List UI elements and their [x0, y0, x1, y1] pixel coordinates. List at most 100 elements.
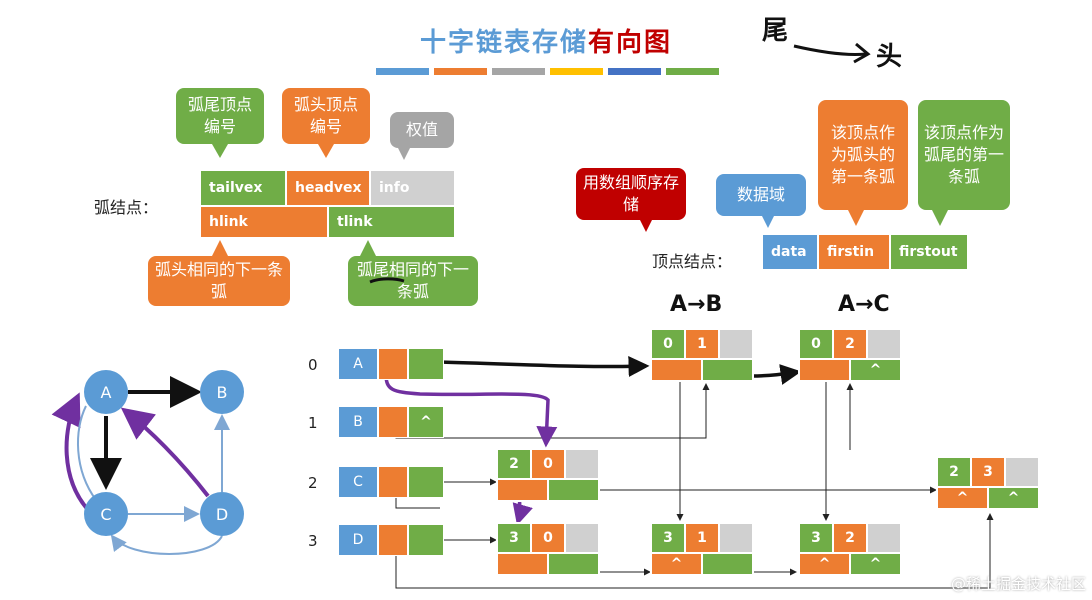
arc-headvex: 1	[685, 329, 719, 359]
graph-edges	[51, 376, 230, 555]
annotation-a-b: A→B	[670, 292, 723, 317]
arc-tailvex: 0	[799, 329, 833, 359]
arc-info	[1005, 457, 1039, 487]
callout-same-head: 弧头相同的下一条弧	[148, 256, 290, 306]
vertex-firstin-cell	[378, 406, 408, 438]
arc-node-2-3: 2 3 ^ ^	[936, 456, 1040, 510]
callout-first-out: 该顶点作为弧尾的第一条弧	[918, 100, 1010, 210]
deco-bar	[434, 68, 487, 75]
callout-text: 弧尾顶点编号	[187, 95, 252, 136]
row-index: 2	[308, 474, 318, 492]
callout-text: 权值	[405, 120, 438, 139]
edge-c-a-blue	[77, 405, 97, 501]
edge-d-a	[120, 407, 210, 498]
arc-tlink: ^	[850, 359, 901, 381]
handnote-wei: 尾	[762, 16, 789, 46]
arc-node-3-1: 3 1 ^	[650, 522, 754, 576]
edge-c-a	[51, 392, 92, 514]
arc-tlink	[548, 553, 599, 575]
arc-headvex: 0	[531, 449, 565, 479]
row-index: 1	[308, 414, 318, 432]
title-part2: 有向图	[588, 28, 673, 58]
title-decoration	[376, 68, 719, 75]
arc-hlink: ^	[937, 487, 988, 509]
arc-tailvex: 2	[937, 457, 971, 487]
arc-tlink	[702, 553, 753, 575]
callout-data-field: 数据域	[716, 174, 806, 216]
handnote-tou: 头	[876, 42, 903, 72]
arc-tlink	[702, 359, 753, 381]
arc-tlink	[548, 479, 599, 501]
arc-node-0-1: 0 1	[650, 328, 754, 382]
field-tailvex: tailvex	[200, 170, 286, 206]
arc-node-label: 弧结点：	[94, 198, 159, 217]
field-firstout: firstout	[890, 234, 968, 270]
arc-info	[719, 329, 753, 359]
deco-bar	[376, 68, 429, 75]
callout-text: 弧头顶点编号	[293, 95, 358, 136]
callout-pointer	[360, 240, 376, 256]
callout-text: 弧尾相同的下一条弧	[356, 260, 469, 301]
vertex-b: B	[200, 370, 244, 414]
deco-bar	[608, 68, 661, 75]
vertex-d: D	[200, 492, 244, 536]
handnote-arrow	[793, 42, 871, 64]
arc-hlink	[651, 359, 702, 381]
arc-headvex: 3	[971, 457, 1005, 487]
callout-pointer	[212, 144, 228, 158]
edge-d-c	[110, 534, 223, 555]
callout-text: 用数组顺序存储	[582, 173, 679, 214]
arc-info	[565, 449, 599, 479]
vertex-firstout-cell	[408, 524, 444, 556]
callout-first-in: 该顶点作为弧头的第一条弧	[818, 100, 908, 210]
callout-same-tail: 弧尾相同的下一条弧	[348, 256, 478, 306]
deco-bar	[492, 68, 545, 75]
watermark: @稀土掘金技术社区	[950, 575, 1086, 593]
vertex-firstout-cell: ^	[408, 406, 444, 438]
vertex-firstin-cell	[378, 348, 408, 380]
arc-node-0-2: 0 2 ^	[798, 328, 902, 382]
arc-hlink: ^	[651, 553, 702, 575]
annotation-a-c: A→C	[838, 292, 890, 317]
vertex-data-cell: A	[338, 348, 378, 380]
callout-pointer	[398, 148, 410, 160]
callout-pointer	[212, 240, 228, 256]
page-title: 十字链表存储有向图	[0, 22, 1092, 59]
arc-info	[565, 523, 599, 553]
callout-weight: 权值	[390, 112, 454, 148]
arc-node-3-2: 3 2 ^ ^	[798, 522, 902, 576]
vertex-data-cell: B	[338, 406, 378, 438]
vertex-data-cell: C	[338, 466, 378, 498]
arc-hlink	[799, 359, 850, 381]
arc-tailvex: 3	[799, 523, 833, 553]
arc-hlink	[497, 553, 548, 575]
vertex-data-cell: D	[338, 524, 378, 556]
arc-node-3-0: 3 0	[496, 522, 600, 576]
field-firstin: firstin	[818, 234, 890, 270]
arc-tailvex: 0	[651, 329, 685, 359]
field-tlink: tlink	[328, 206, 455, 238]
row-index: 0	[308, 356, 318, 374]
field-hlink: hlink	[200, 206, 328, 238]
arc-tailvex: 2	[497, 449, 531, 479]
callout-pointer	[640, 220, 652, 232]
arc-hlink: ^	[799, 553, 850, 575]
arc-tlink: ^	[850, 553, 901, 575]
callout-pointer	[932, 210, 948, 226]
vertex-c: C	[84, 492, 128, 536]
vertex-firstin-cell	[378, 466, 408, 498]
arc-tailvex: 3	[497, 523, 531, 553]
callout-pointer	[762, 216, 774, 228]
arc-node-2-0: 2 0	[496, 448, 600, 502]
arc-info	[867, 329, 901, 359]
arc-info	[719, 523, 753, 553]
arc-tailvex: 3	[651, 523, 685, 553]
vertex-a: A	[84, 370, 128, 414]
title-part1: 十字链表存储	[419, 28, 588, 58]
callout-sequential: 用数组顺序存储	[576, 168, 686, 220]
vertex-firstout-cell	[408, 348, 444, 380]
field-data: data	[762, 234, 818, 270]
handnote-underline	[369, 277, 405, 284]
callout-pointer	[318, 144, 334, 158]
